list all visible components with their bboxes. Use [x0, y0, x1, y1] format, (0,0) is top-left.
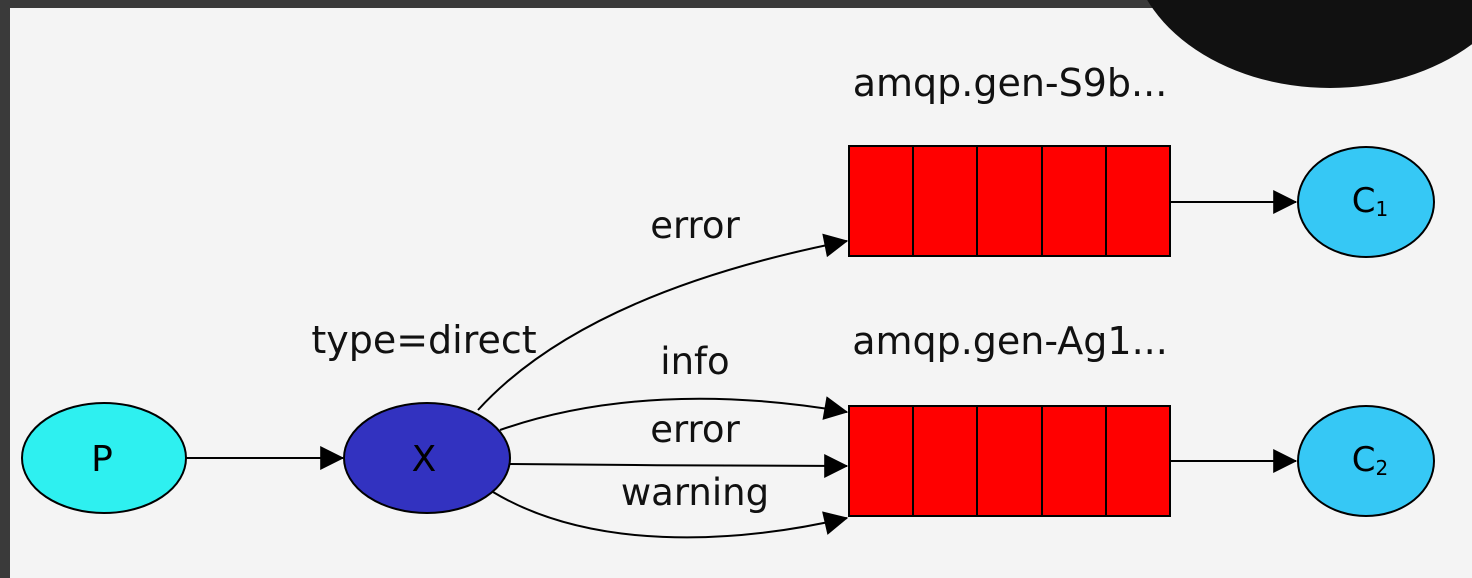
binding-label-warning: warning: [621, 471, 769, 514]
webcam-overlay: [1147, 0, 1472, 88]
consumer1-letter: C: [1352, 181, 1376, 221]
binding-label-error-queue2: error: [650, 408, 740, 451]
queue2-name: amqp.gen-Ag1...: [852, 319, 1168, 363]
consumer1-node: C1: [1297, 146, 1435, 258]
exchange-ellipse: [343, 402, 511, 514]
consumer1-label: C1: [1352, 181, 1388, 221]
producer-ellipse: [21, 402, 187, 514]
consumer1-ellipse: [1297, 146, 1435, 258]
queue2-node: [848, 405, 1171, 517]
edge-exchange-queue1-error: [477, 233, 849, 411]
binding-label-error-queue1: error: [650, 204, 740, 247]
canvas-background: [10, 8, 1472, 578]
consumer1-subscript: 1: [1376, 197, 1389, 221]
edge-exchange-queue2-warning: [492, 491, 849, 539]
edge-exchange-queue2-info: [499, 396, 849, 431]
edge-exchange-queue2-error: [509, 453, 849, 478]
queue1-name: amqp.gen-S9b...: [853, 61, 1168, 105]
exchange-type-label: type=direct: [311, 318, 536, 362]
exchange-label: X: [412, 439, 437, 480]
consumer2-ellipse: [1297, 405, 1435, 517]
queue2-body: [848, 405, 1171, 517]
producer-label: P: [91, 439, 113, 480]
consumer2-label: C2: [1352, 440, 1388, 480]
binding-label-info: info: [660, 340, 729, 383]
producer-node: P: [21, 402, 187, 514]
exchange-node: X: [343, 402, 511, 514]
queue1-body: [848, 145, 1171, 257]
consumer2-subscript: 2: [1376, 456, 1389, 480]
queue1-node: [848, 145, 1171, 257]
consumer2-letter: C: [1352, 440, 1376, 480]
consumer2-node: C2: [1297, 405, 1435, 517]
